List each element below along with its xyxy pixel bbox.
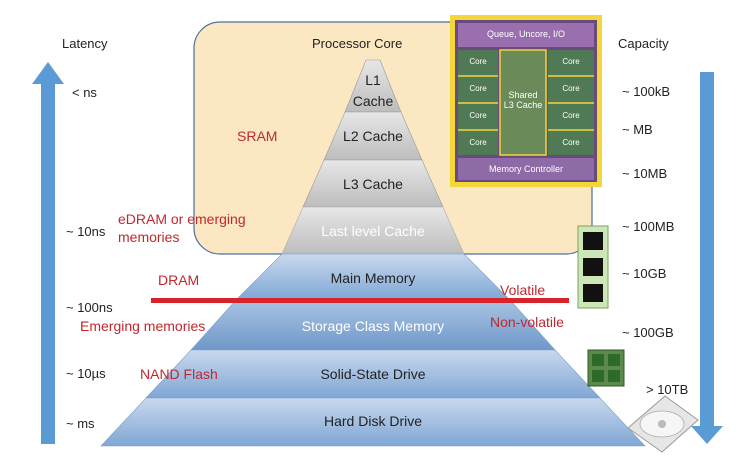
- dram-chip-icon: [577, 225, 609, 309]
- pyramid: [100, 59, 646, 447]
- capacity-tick-10tb: > 10TB: [646, 382, 689, 397]
- tech-label-volatile: Volatile: [500, 282, 546, 298]
- latency-tick-ms: ~ ms: [66, 416, 95, 431]
- die-label-core-3: Core: [469, 111, 487, 120]
- tech-label-dram: DRAM: [158, 272, 200, 288]
- die-label-core-6: Core: [562, 84, 580, 93]
- die-label-core-7: Core: [562, 111, 580, 120]
- die-label-core-1: Core: [469, 57, 487, 66]
- capacity-tick-100gb: ~ 100GB: [622, 325, 674, 340]
- capacity-tick-mb: ~ MB: [622, 122, 653, 137]
- latency-header: Latency: [62, 36, 108, 51]
- capacity-header: Capacity: [618, 36, 669, 51]
- latency-tick-100ns: ~ 100ns: [66, 300, 113, 315]
- capacity-tick-10mb: ~ 10MB: [622, 166, 668, 181]
- ssd-chip-icon: [587, 349, 625, 387]
- die-label-memory-controller: Memory Controller: [488, 164, 564, 174]
- die-label-core-8: Core: [562, 138, 580, 147]
- capacity-tick-10gb: ~ 10GB: [622, 266, 667, 281]
- die-label-top: Queue, Uncore, I/O: [486, 29, 566, 39]
- latency-tick-10us: ~ 10µs: [66, 366, 106, 381]
- layer-label-main-memory: Main Memory: [330, 270, 416, 286]
- layer-label-ssd: Solid-State Drive: [320, 366, 426, 382]
- capacity-tick-100kb: ~ 100kB: [622, 84, 671, 99]
- latency-tick-ns: < ns: [72, 85, 97, 100]
- hdd-disk-icon: [627, 395, 699, 453]
- layer-label-l1: L1 Cache: [352, 72, 394, 109]
- tech-label-emerging: Emerging memories: [80, 318, 206, 334]
- tech-label-edram: eDRAM or emerging memories: [118, 211, 246, 245]
- capacity-arrow: [691, 72, 723, 444]
- layer-label-hdd: Hard Disk Drive: [323, 413, 422, 429]
- latency-arrow: [32, 62, 64, 444]
- die-label-core-2: Core: [469, 84, 487, 93]
- processor-die-image: [450, 15, 602, 187]
- capacity-tick-100mb: ~ 100MB: [622, 219, 675, 234]
- tech-label-nand: NAND Flash: [140, 366, 218, 382]
- volatility-divider: [151, 298, 569, 303]
- tech-label-nonvolatile: Non-volatile: [490, 314, 564, 330]
- die-label-core-5: Core: [562, 57, 580, 66]
- layer-label-llc: Last level Cache: [321, 223, 425, 239]
- processor-core-title: Processor Core: [312, 36, 403, 51]
- die-label-core-4: Core: [469, 138, 487, 147]
- latency-tick-10ns: ~ 10ns: [66, 224, 106, 239]
- tech-label-sram: SRAM: [237, 128, 278, 144]
- layer-hdd: [100, 397, 646, 447]
- layer-label-l2: L2 Cache: [343, 128, 403, 144]
- die-label-shared-l3: Shared L3 Cache: [503, 90, 543, 110]
- layer-label-scm: Storage Class Memory: [301, 318, 445, 334]
- layer-label-l3: L3 Cache: [343, 176, 403, 192]
